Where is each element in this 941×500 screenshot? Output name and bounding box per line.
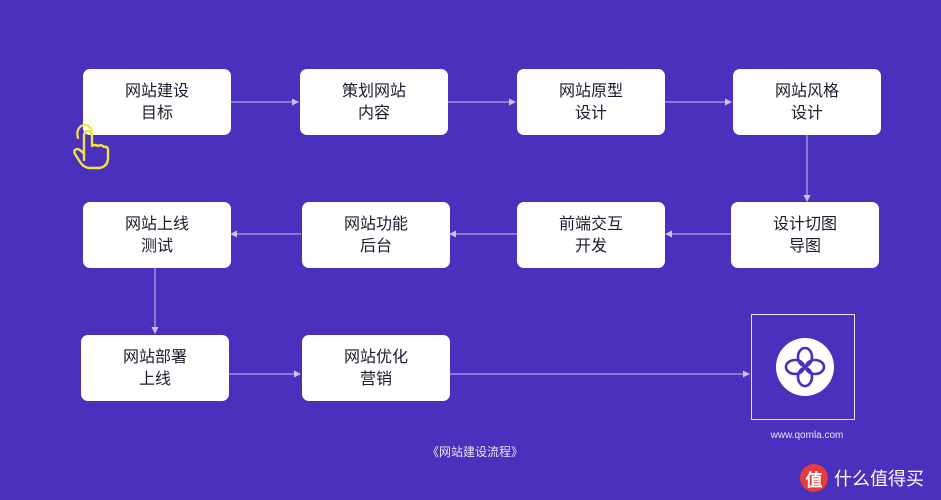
step-5-line2: 导图	[788, 236, 821, 255]
logo-circle	[776, 338, 834, 396]
step-3-box: 网站原型 设计	[517, 69, 665, 135]
step-10-line2: 营销	[359, 369, 392, 388]
logo-frame	[751, 314, 855, 420]
watermark-text: 什么值得买	[834, 469, 924, 490]
step-1-box: 网站建设 目标	[83, 69, 231, 135]
step-4-line2: 设计	[790, 103, 823, 122]
step-4-box: 网站风格 设计	[733, 69, 881, 135]
step-2-line2: 内容	[357, 103, 390, 122]
step-7-line2: 后台	[359, 236, 392, 255]
qomla-logo-icon	[784, 346, 826, 388]
step-4-line1: 网站风格	[774, 81, 839, 100]
step-1-line2: 目标	[140, 103, 173, 122]
step-7-box: 网站功能 后台	[302, 202, 450, 268]
step-7-line1: 网站功能	[343, 214, 408, 233]
step-2-line1: 策划网站	[341, 81, 406, 100]
step-6-box: 前端交互 开发	[517, 202, 665, 268]
watermark: 值 什么值得买	[800, 463, 924, 493]
step-3-line2: 设计	[574, 103, 607, 122]
step-9-box: 网站部署 上线	[81, 335, 229, 401]
step-9-line2: 上线	[138, 369, 171, 388]
step-3-line1: 网站原型	[558, 81, 623, 100]
step-9-line1: 网站部署	[122, 347, 187, 366]
step-6-line2: 开发	[574, 236, 607, 255]
diagram-caption: 《网站建设流程》	[426, 445, 523, 459]
watermark-badge-icon: 值	[800, 464, 828, 492]
step-8-line2: 测试	[140, 236, 173, 255]
step-5-box: 设计切图 导图	[731, 202, 879, 268]
step-5-line1: 设计切图	[772, 214, 837, 233]
step-6-line1: 前端交互	[558, 214, 623, 233]
step-2-box: 策划网站 内容	[300, 69, 448, 135]
hand-pointer-icon	[73, 123, 110, 170]
step-10-line1: 网站优化	[343, 347, 408, 366]
step-10-box: 网站优化 营销	[302, 335, 450, 401]
step-8-box: 网站上线 测试	[83, 202, 231, 268]
step-8-line1: 网站上线	[124, 214, 189, 233]
step-1-line1: 网站建设	[124, 81, 189, 100]
site-url: www.qomla.com	[770, 430, 844, 441]
